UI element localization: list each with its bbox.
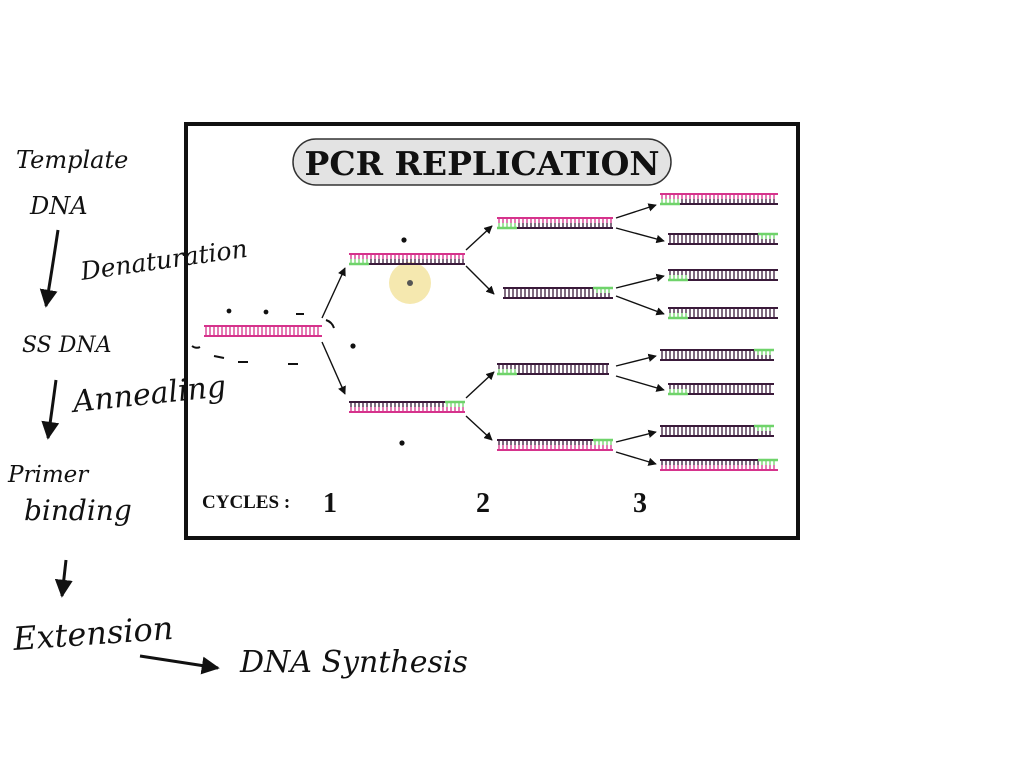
- note-template-line1: Template: [16, 146, 128, 174]
- cycle-1-label: 1: [323, 488, 337, 519]
- diagram-title: PCR REPLICATION: [305, 144, 660, 183]
- note-primer-line1: Primer: [7, 462, 90, 488]
- arrow-c1bot-c2-4: [465, 415, 493, 441]
- arrow-annealing: [41, 379, 60, 440]
- dna-c3-7: [660, 424, 774, 437]
- cycle-3-label: 3: [633, 488, 647, 519]
- cursor-dot: [407, 280, 413, 286]
- dna-c3-8: [660, 458, 778, 471]
- arrow-c2-4-c3-8: [615, 451, 657, 466]
- dna-c1-bottom: [349, 400, 465, 413]
- dna-c2-1: [497, 217, 613, 230]
- note-extension: Extension: [11, 609, 175, 658]
- arrow-c2-1-c3-2: [615, 227, 665, 244]
- arrow-denaturation: [39, 229, 60, 308]
- dna-c3-4: [668, 307, 778, 320]
- dna-c1-top: [349, 253, 465, 266]
- dna-c3-1: [660, 193, 778, 206]
- handwritten-notes: Template DNA Denaturation SS DNA Anneali…: [7, 146, 468, 680]
- title-pill: PCR REPLICATION: [292, 138, 672, 186]
- arrow-c2-3-c3-5: [615, 353, 657, 367]
- note-dna-synthesis: DNA Synthesis: [239, 645, 468, 680]
- arrow-c1top-c2-1: [465, 225, 493, 251]
- pcr-diagram: PCR REPLICATION CYCLES : 1 2 3: [184, 122, 800, 540]
- arrow-c2-2-c3-4: [615, 295, 665, 316]
- dna-c3-5: [660, 348, 774, 361]
- branch-arrows: [321, 203, 665, 466]
- dna-c2-3: [497, 363, 609, 376]
- dna-strands: [204, 193, 778, 471]
- arrow-c2-4-c3-7: [615, 429, 657, 443]
- arrow-t-c1top: [321, 267, 346, 319]
- cycle-2-label: 2: [476, 488, 490, 519]
- dna-c3-2: [668, 232, 778, 245]
- dna-c2-2: [503, 286, 613, 299]
- arrow-c2-2-c3-3: [615, 273, 665, 289]
- arrow-c1bot-c2-3: [465, 371, 495, 399]
- arrow-t-c1bot: [321, 341, 346, 395]
- dna-c3-3: [668, 269, 778, 282]
- arrow-extension: [54, 559, 73, 598]
- arrow-c2-3-c3-6: [615, 375, 665, 392]
- note-primer-line2: binding: [24, 494, 132, 527]
- dna-c2-4: [497, 438, 613, 451]
- note-template-line2: DNA: [29, 192, 88, 220]
- hand-marks: [191, 237, 407, 446]
- dna-c3-6: [668, 383, 774, 396]
- title-pill-bg: [292, 138, 672, 186]
- cycles-label: CYCLES :: [202, 492, 290, 513]
- arrow-c1top-c2-2: [465, 265, 495, 295]
- dna-template: [204, 325, 322, 337]
- note-ss-dna: SS DNA: [22, 333, 112, 358]
- arrow-dna-synthesis: [139, 654, 220, 675]
- arrow-c2-1-c3-1: [615, 203, 657, 219]
